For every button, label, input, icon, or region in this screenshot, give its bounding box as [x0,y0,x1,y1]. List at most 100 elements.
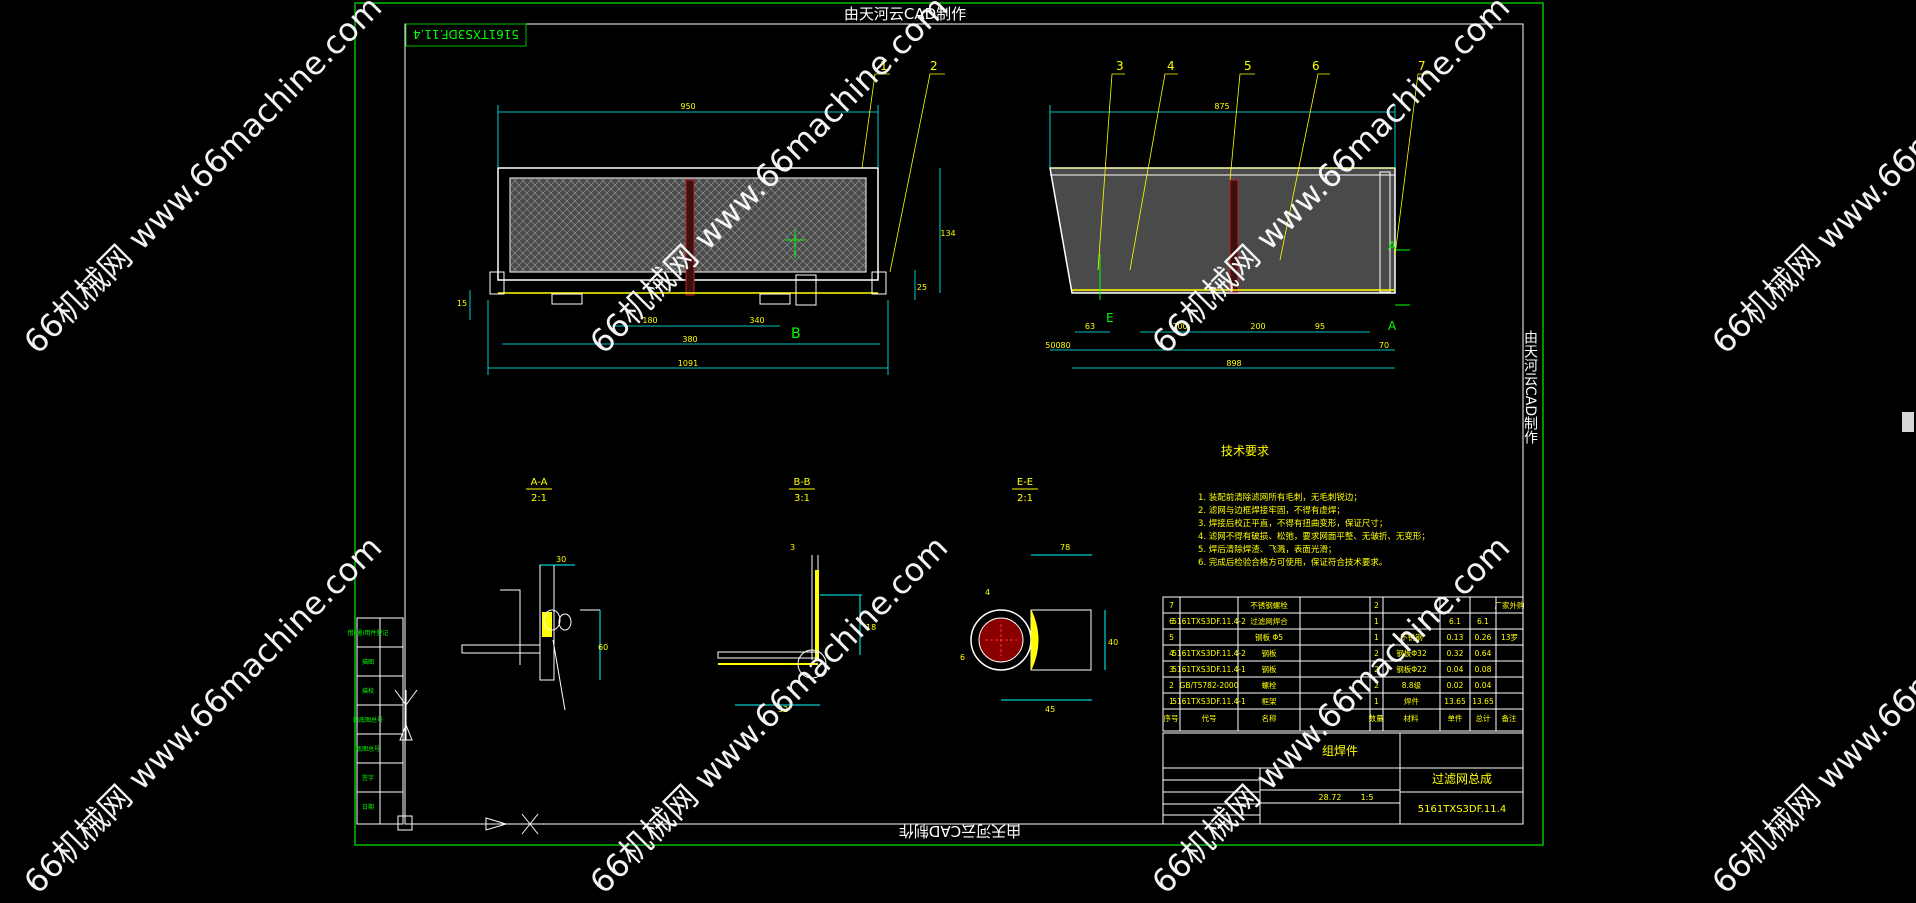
mesh-line [510,191,591,272]
strip-label: 签字 [362,774,374,782]
outer-frame [354,2,1544,846]
balloon-6: 6 [1312,59,1320,73]
mesh-line [510,271,511,272]
mesh-line [743,178,839,272]
bom-cell: 1 [1374,617,1379,626]
bom-cell: 4 [1169,649,1174,658]
bom-cell: 6 [1169,617,1174,626]
bom-header: 材料 [1404,713,1420,723]
mesh-line [510,255,527,272]
dim-950: 950 [680,102,695,111]
strip-label: 描图 [362,658,374,666]
bom-header: 名称 [1262,713,1278,723]
bom-cell: 0.02 [1447,681,1464,690]
bb-dim-18: 18 [866,623,876,632]
section-aa-name: A-A [531,477,548,488]
mesh-line [759,178,855,272]
mesh-line [559,178,655,272]
side-section-a-top: A [1388,239,1397,253]
mesh-line [831,178,866,213]
dim-200b: 200 [1250,322,1265,331]
mesh-line [510,178,527,195]
bom-cell: 2 [1374,681,1379,690]
title-block: 组焊件 过滤网总成 5161TXS3DF.11.4 28.72 1:5 [1162,732,1524,825]
dim-50080: 50080 [1045,341,1070,350]
corner-code: 5161TXS3DF.11.4 [413,27,519,41]
mesh-line [519,178,615,272]
cad-drawing-canvas[interactable]: 由天河云CAD制作 由天河云CAD制作 由天河云CAD制作 5161TXS3DF… [0,0,1916,847]
bom-cell: 2 [1374,665,1379,674]
bom-cell: 5161TXS3DF.11.4-1 [1172,665,1246,674]
scrollbar-thumb[interactable] [1902,412,1914,432]
bom-cell: 0.04 [1475,681,1492,690]
bom-cell: 2 [1374,649,1379,658]
detail-ee: 78 45 40 6 4 [960,543,1118,714]
mesh-line [647,178,743,272]
side-section-a-bottom: A [1388,319,1397,333]
tech-item: 1. 装配前清除滤网所有毛刺，无毛刺锐边； [1198,492,1362,503]
dim-25: 25 [917,283,927,292]
dim-63: 63 [1085,322,1095,331]
tech-title: 技术要求 [1221,444,1269,458]
mesh-line [695,178,791,272]
bom-header: 数量 [1369,713,1385,723]
bom-cell: 5161TXS3DF.11.4-2 [1172,617,1246,626]
bom-header: 序号 [1164,713,1179,723]
balloon-3: 3 [1116,59,1124,73]
bottom-banner: 由天河云CAD制作 [899,822,1021,840]
mesh-line [855,178,866,189]
mesh-line [847,253,866,272]
balloon-2: 2 [930,59,938,73]
mesh-line [831,237,866,272]
mesh-line [510,223,559,272]
ee-dim-40: 40 [1108,638,1118,647]
bom-cell: 5161TXS3DF.11.4-1 [1172,697,1246,706]
bom-cell: 13.65 [1444,697,1466,706]
mesh-line [775,178,866,269]
side-balloon-labels: 3 4 5 6 7 [1116,59,1426,73]
bom-cell: 13.65 [1472,697,1494,706]
bom-cell: 0.08 [1475,665,1492,674]
ee-dim-45: 45 [1045,705,1055,714]
bom-cell: 2 [1169,681,1174,690]
detail-bb: 3 52 18 [717,543,876,714]
bom-cell: 钢板 Φ5 [1255,632,1283,642]
mesh-line [751,178,847,272]
vertical-scrollbar[interactable] [1902,0,1914,847]
bom-cell: 螺栓 [1262,680,1278,690]
top-banner: 由天河云CAD制作 [844,5,966,23]
mesh-line [535,178,631,272]
dim-380: 380 [682,335,697,344]
dim-95: 95 [1315,322,1325,331]
strip-label: 底图总号 [356,745,380,753]
inner-frame [404,23,1524,825]
bom-cell: 1 [1374,633,1379,642]
mesh-line [510,178,543,211]
mesh-line [623,178,719,272]
mesh-line [823,178,866,221]
mesh-line [510,231,551,272]
side-section-e: E [1106,311,1114,325]
mesh-line [631,178,727,272]
aa-dim-60: 60 [598,643,608,652]
section-ee-name: E-E [1017,477,1033,488]
tech-item: 5. 焊后清除焊渣、飞溅，表面光滑； [1198,544,1336,555]
mesh-line [799,178,866,245]
front-dims [469,105,941,375]
bom-cell: GB/T5782-2000 [1180,681,1239,690]
balloon-1: 1 [880,59,888,73]
mesh-line [735,178,831,272]
ee-dim-4: 4 [985,588,990,597]
balloon-7: 7 [1418,59,1426,73]
section-bb-scale: 3:1 [794,493,810,504]
section-labels: A-A 2:1 B-B 3:1 E-E 2:1 [526,477,1038,504]
bom-cell: 钢板Φ22 [1396,664,1427,674]
tech-item: 3. 焊接后校正平直，不得有扭曲变形，保证尺寸； [1198,518,1387,529]
mesh-line [599,178,695,272]
ee-dim-78: 78 [1060,543,1070,552]
mesh-line [510,183,599,272]
bom-cell: 7 [1169,601,1174,610]
mesh-line [655,178,751,272]
dim-180: 180 [642,316,657,325]
mesh-line [791,178,866,253]
